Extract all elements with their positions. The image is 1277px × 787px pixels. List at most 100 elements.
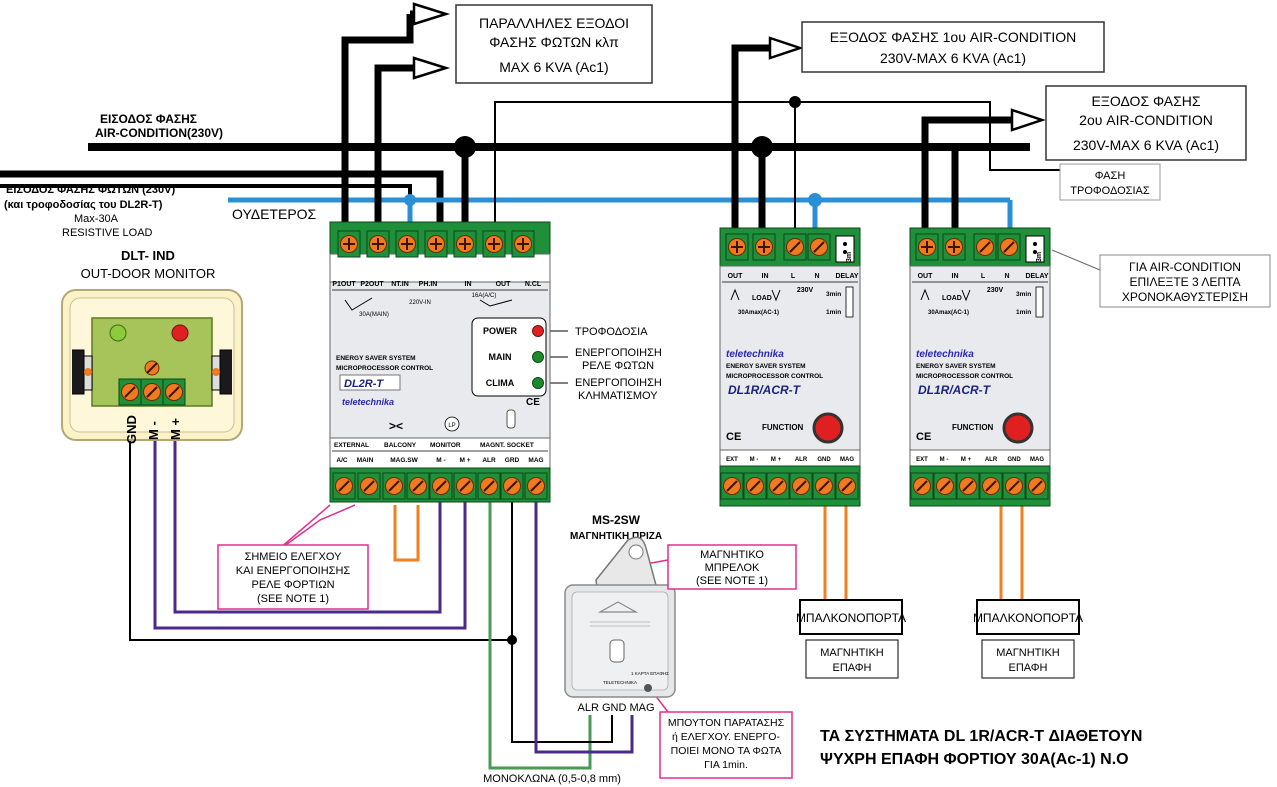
dl1r1-line-a: ENERGY SAVER SYSTEM [726, 363, 806, 370]
parallel-title-1: ΠΑΡΑΛΛΗΛΕΣ ΕΞΟΔΟΙ [479, 15, 629, 31]
wires [0, 2, 1101, 770]
dl2r-line-a: ENERGY SAVER SYSTEM [336, 355, 416, 362]
ac1-output-box: ΕΞΟΔΟΣ ΦΑΣΗΣ 1ου AIR-CONDITION 230V-MAX … [801, 21, 1105, 73]
monitor-subtitle: OUT-DOOR MONITOR [81, 266, 216, 281]
dl1r2-1min: 1min [1016, 309, 1031, 316]
wire-gauge-note: ΜΟΝΟΚΛΩΝΑ (0,5-0,8 mm) [483, 773, 621, 785]
dl1r-unit-2: OUT IN L N DELAY 230V LOAD 30Amax(AC-1) … [909, 227, 1051, 507]
keyring-2: ΜΠΡΕΛΟΚ [705, 562, 760, 574]
dl1r1-1min: 1min [826, 309, 841, 316]
dl1r2-230v: 230V [987, 287, 1004, 294]
dl1r2-bottom-labels: EXT M - M + ALR GND MAG [916, 457, 1044, 463]
dl1r1-term-out: OUT [728, 273, 744, 280]
dl1r2-top-labels: OUT IN L N DELAY [918, 273, 1049, 280]
dl2r-bterm-grd: GRD [505, 457, 520, 464]
ms-2sw-socket: MS-2SW ΜΑΓΝΗΤΙΚΗ ΠΡΙΖΑ T01 TELETECHNIKA … [564, 513, 676, 714]
dl2r-group-magnt-socket: MAGNT. SOCKET [480, 442, 534, 449]
supply-phase-label-2: ΤΡΟΦΟΔΟΣΙΑΣ [1070, 185, 1150, 197]
socket-badge: 1 ΚΑΡΤΑ ΕΠΑΦΗΣ [631, 671, 669, 676]
main-desc-1: ΕΝΕΡΓΟΠΟΙΗΣΗ [575, 347, 662, 359]
ac2-output-box: ΕΞΟΔΟΣ ΦΑΣΗΣ 2ου AIR-CONDITION 230V-MAX … [1045, 85, 1247, 161]
delay-note-1: ΓΙΑ AIR-CONDITION [1129, 260, 1241, 274]
dl2r-group-balcony: BALCONY [384, 442, 417, 449]
magnetic-contact-2b: ΕΠΑΦΗ [1008, 662, 1047, 674]
monitor-m-minus-label: M - [146, 421, 161, 440]
dl1r2-rating: 30Amax(AC-1) [928, 310, 969, 316]
light-input-label-4: RESISTIVE LOAD [62, 227, 153, 239]
dl2r-term-p1out: P1OUT [332, 281, 356, 288]
dl1r1-term-l: L [791, 273, 796, 280]
dl2r-term-out: OUT [496, 281, 512, 288]
dl1r1-term-delay: DELAY [835, 273, 858, 280]
ms-title: MS-2SW [592, 513, 641, 527]
balcony-contact-1: ΜΠΑΛΚΟΝΟΠΟΡΤΑ ΜΑΓΝΗΤΙΚΗ ΕΠΑΦΗ [796, 599, 906, 679]
magnetic-contact-2a: ΜΑΓΝΗΤΙΚΗ [996, 647, 1060, 659]
keyring-1: ΜΑΓΝΗΤΙΚΟ [700, 549, 764, 561]
magnetic-contact-1a: ΜΑΓΝΗΤΙΚΗ [820, 647, 884, 659]
dl1r1-3m: 3m [846, 252, 853, 262]
dl1r2-term-n: N [1004, 273, 1009, 280]
monitor-gnd-label: GND [124, 415, 139, 444]
dl2r-group-headers: EXTERNAL BALCONY MONITOR MAGNT. SOCKET [334, 442, 534, 449]
dl2r-clima-label: CLIMA [486, 378, 515, 388]
dl1r2-function-button[interactable] [1002, 412, 1034, 444]
monitor-terminal-m-minus [140, 378, 164, 406]
dl1r2-bterm-m-minus: M - [940, 457, 949, 463]
dl1r1-load: LOAD [752, 295, 772, 302]
light-input-label-1: ΕΙΣΟΔΟΣ ΦΑΣΗΣ ΦΩΤΩΝ (230V) [6, 184, 175, 196]
ac1-output-max: 230V-MAX 6 KVA (Ac1) [880, 50, 1026, 66]
delay-note-box: ΓΙΑ AIR-CONDITION ΕΠΙΛΕΞΤΕ 3 ΛΕΠΤΑ ΧΡΟΝΟ… [1099, 254, 1271, 308]
ac2-output-max: 230V-MAX 6 KVA (Ac1) [1073, 137, 1219, 153]
dl1r1-bterm-mag: MAG [840, 457, 854, 463]
dl1r2-term-in: IN [952, 273, 959, 280]
dl1r1-rating: 30Amax(AC-1) [738, 310, 779, 316]
dl1r2-3m: 3m [1036, 252, 1043, 262]
ms-subtitle: ΜΑΓΝΗΤΙΚΗ ΠΡΙΖΑ [570, 531, 662, 542]
monitor-red-led [171, 324, 189, 342]
ac1-output-title: ΕΞΟΔΟΣ ΦΑΣΗΣ 1ου AIR-CONDITION [830, 29, 1077, 45]
dl2r-term-phin: PH.IN [419, 281, 438, 288]
dl2r-ce-mark: CE [526, 397, 540, 408]
dl1r1-bterm-ext: EXT [726, 457, 738, 463]
ac2-output-title-2: 2ου AIR-CONDITION [1079, 112, 1213, 128]
dl2r-bterm-magsw: MAG.SW [390, 457, 418, 464]
light-phase-wire [0, 170, 444, 222]
balcony-contact-2: ΜΠΑΛΚΟΝΟΠΟΡΤΑ ΜΑΓΝΗΤΙΚΗ ΕΠΑΦΗ [973, 599, 1083, 679]
outdoor-monitor: DLT- IND OUT-DOOR MONITOR GND M - M + [61, 248, 243, 444]
dl1r-unit-1: OUT IN L N DELAY 230V LOAD 30Amax(AC-1) … [719, 227, 861, 507]
dl2r-bterm-m-plus: M + [459, 457, 470, 464]
dl1r1-line-b: MICROPROCESSOR CONTROL [726, 373, 823, 380]
dl1r2-3min: 3min [1016, 291, 1031, 298]
ac2-output-title-1: ΕΞΟΔΟΣ ΦΑΣΗΣ [1091, 93, 1200, 109]
dl2r-term-ncl: N.CL [525, 281, 542, 288]
dl1r2-load: LOAD [942, 295, 962, 302]
socket-extend-button[interactable] [644, 684, 652, 692]
main-desc-2: ΡΕΛΕ ΦΩΤΩΝ [582, 360, 654, 372]
dl1r2-brand: teletechnika [916, 349, 974, 360]
dl2r-power-led [532, 325, 544, 337]
delay-note-3: ΧΡΟΝΟΚΑΘΥΣΤΕΡΙΣΗ [1122, 290, 1248, 304]
dl2r-brand: teletechnika [342, 397, 394, 407]
button-note-4: ΓΙΑ 1min. [704, 759, 748, 771]
dl2r-power-label: POWER [483, 326, 518, 336]
button-note-3: ΠΟΙΕΙ ΜΟΝΟ ΤΑ ΦΩΤΑ [671, 745, 782, 757]
monitor-m-plus-label: M + [168, 418, 183, 440]
socket-brand-label: TELETECHNIKA [603, 680, 637, 685]
dl2r-top-terminal-labels: P1OUT P2OUT NT.IN PH.IN IN OUT N.CL [332, 281, 542, 288]
monitor-terminal-m-plus [162, 378, 186, 406]
control-point-3: ΡΕΛΕ ΦΟΡΤΙΩΝ [251, 579, 334, 591]
dl1r1-term-n: N [814, 273, 819, 280]
balcony-door-2: ΜΠΑΛΚΟΝΟΠΟΡΤΑ [973, 611, 1083, 625]
dl1r2-function-label: FUNCTION [952, 423, 994, 432]
dl1r1-bterm-alr: ALR [795, 457, 808, 463]
button-note-1: ΜΠΟΥΤΟΝ ΠΑΡΑΤΑΣΗΣ [668, 717, 785, 729]
button-note-2: ή ΕΛΕΓΧΟΥ. ΕΝΕΡΓΟ- [672, 731, 780, 743]
dl1r1-function-button[interactable] [812, 412, 844, 444]
dl1r2-term-delay: DELAY [1025, 273, 1048, 280]
light-input-label-3: Max-30A [74, 213, 119, 225]
footer-note: ΤΑ ΣΥΣΤΗΜΑΤΑ DL 1R/ACR-T ΔΙΑΘΕΤΟΥΝ ΨΥΧΡΗ… [820, 728, 1142, 768]
dl1r1-top-labels: OUT IN L N DELAY [728, 273, 859, 280]
parallel-max: MAX 6 KVA (Ac1) [499, 59, 608, 75]
dl1r2-bterm-alr: ALR [985, 457, 998, 463]
dl2r-term-p2out: P2OUT [360, 281, 384, 288]
